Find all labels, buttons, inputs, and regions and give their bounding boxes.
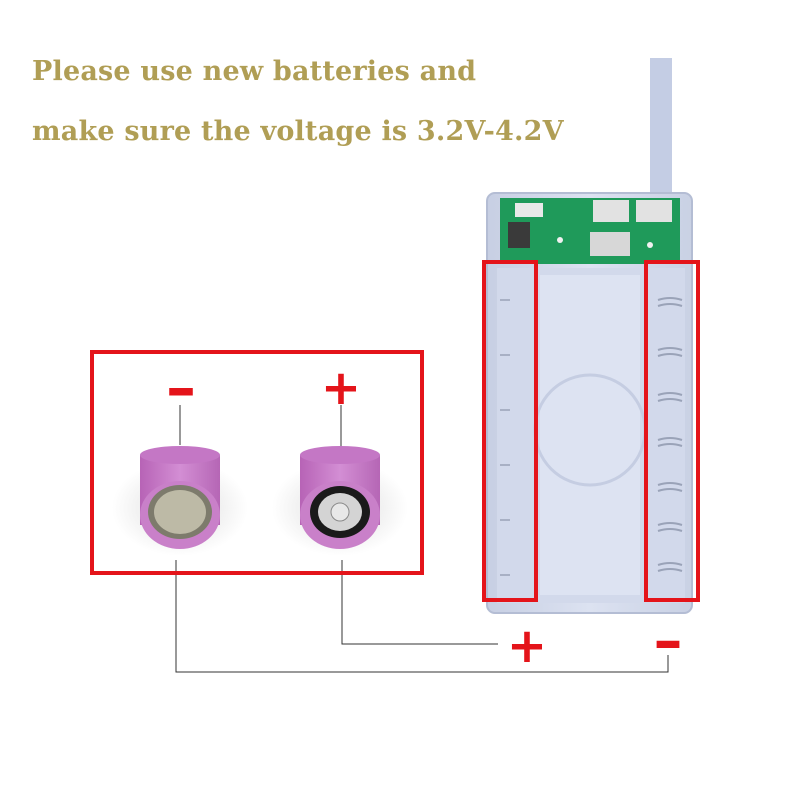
box-positive-sign: + (507, 618, 547, 674)
usb-a-port-2 (636, 200, 672, 222)
cell-positive-sign: + (321, 360, 361, 416)
usb-a-port-1 (593, 200, 629, 222)
battery-contacts (500, 299, 510, 576)
connector-lines (175, 405, 669, 673)
battery-springs (657, 297, 683, 572)
led-display (590, 232, 630, 256)
positive-connector (341, 560, 498, 645)
battery-ends-callout (90, 350, 424, 575)
power-bank-case (486, 192, 693, 614)
instruction-line-2: make sure the voltage is 3.2V-4.2V (32, 116, 564, 147)
battery-positive-end-icon (272, 446, 408, 556)
instruction-line-1: Please use new batteries and (32, 56, 477, 87)
battery-negative-end-icon (112, 446, 248, 556)
box-negative-sign: – (654, 606, 683, 674)
positive-side-highlight (482, 260, 538, 602)
cell-negative-sign: – (166, 353, 196, 423)
cable-strap (650, 58, 672, 198)
inductor (508, 222, 530, 248)
negative-connector (175, 560, 669, 673)
negative-side-highlight (644, 260, 700, 602)
usb-port (515, 203, 543, 217)
